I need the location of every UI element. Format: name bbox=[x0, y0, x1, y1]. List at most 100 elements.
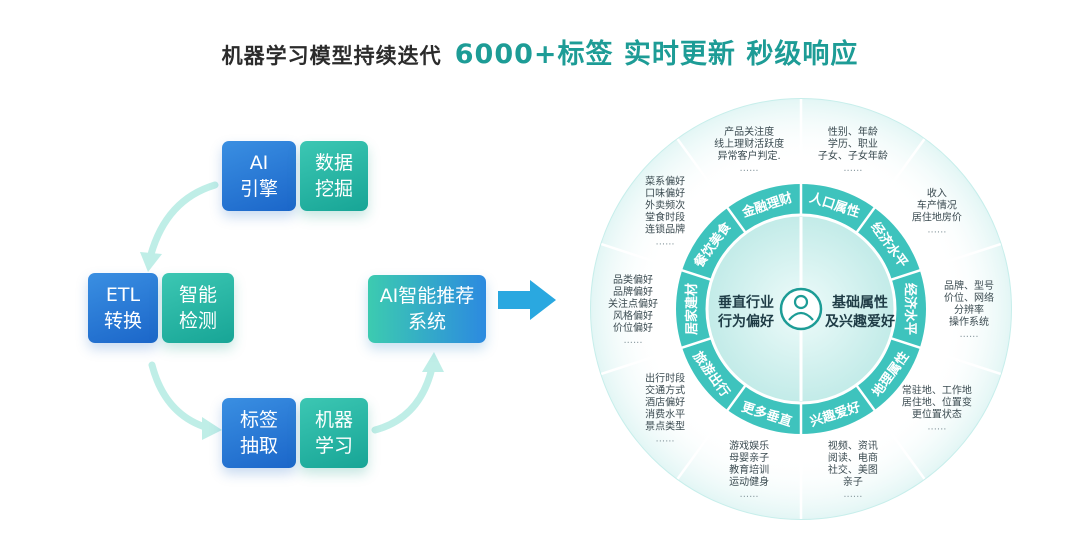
wheel-outer-text-line: 外卖频次 bbox=[645, 198, 685, 211]
wheel-outer-text-line: 品类偏好 bbox=[613, 273, 653, 286]
ai-recommend-label: AI智能推荐 系统 bbox=[379, 285, 475, 333]
smart-detect-label: 智能 检测 bbox=[178, 284, 217, 332]
smart-detect-box: 智能 检测 bbox=[162, 273, 234, 343]
center-right-line-1: 基础属性 bbox=[832, 294, 888, 311]
wheel-outer-text-line: 关注点偏好 bbox=[608, 297, 658, 310]
wheel-outer-text-line: 交通方式 bbox=[645, 384, 685, 397]
headline-highlight: 6000+标签 实时更新 秒级响应 bbox=[454, 39, 859, 70]
headline-prefix: 机器学习模型持续迭代 bbox=[221, 44, 442, 68]
wheel-outer-text-line: 车产情况 bbox=[917, 198, 957, 211]
center-right-line-2: 及兴趣爱好 bbox=[825, 313, 895, 330]
wheel-outer-text: 品类偏好品牌偏好关注点偏好风格偏好价位偏好...... bbox=[608, 273, 658, 346]
wheel-outer-text-line: 消费水平 bbox=[645, 408, 685, 421]
wheel-outer-text-line: 亲子 bbox=[843, 475, 863, 488]
wheel-outer-text-line: 居住地房价 bbox=[912, 210, 962, 223]
wheel-outer-text-line: 运动健身 bbox=[729, 475, 769, 488]
wheel-outer-text: 收入车产情况居住地房价...... bbox=[912, 186, 962, 235]
wheel-outer-text-line: 收入 bbox=[927, 186, 947, 199]
wheel-outer-text-line: 酒店偏好 bbox=[645, 396, 685, 409]
wheel-outer-text-line: 居住地、位置变 bbox=[902, 396, 972, 409]
wheel-outer-text-line: 游戏娱乐 bbox=[729, 439, 769, 452]
wheel-outer-text-line: 异常客户判定. bbox=[717, 149, 780, 162]
wheel-outer-ellipsis: ...... bbox=[927, 224, 946, 235]
wheel-outer-text-line: 性别、年龄 bbox=[828, 125, 878, 138]
wheel-outer-text-line: 社交、美图 bbox=[828, 463, 878, 476]
wheel-spoke bbox=[676, 384, 747, 480]
wheel-outer-text-line: 学历、职业 bbox=[828, 137, 878, 150]
center-left-line-2: 行为偏好 bbox=[717, 313, 774, 330]
wheel-outer-ellipsis: ...... bbox=[843, 489, 862, 500]
wheel-outer-ellipsis: ...... bbox=[623, 335, 642, 346]
flow-arrowhead-top-left bbox=[140, 252, 162, 272]
wheel-outer-text: 性别、年龄学历、职业子女、子女年龄...... bbox=[818, 125, 888, 174]
wheel-spoke bbox=[890, 242, 1002, 282]
etl-box: ETL 转换 bbox=[88, 273, 158, 343]
arrow-to-wheel bbox=[498, 280, 556, 320]
wheel-outer-text-line: 品牌、型号 bbox=[944, 279, 994, 292]
wheel-outer-text-line: 产品关注度 bbox=[724, 125, 774, 138]
wheel-outer-text: 视频、资讯阅读、电商社交、美图亲子...... bbox=[828, 439, 878, 500]
wheel-outer-text-line: 线上理财活跃度 bbox=[714, 137, 784, 150]
wheel-outer-text-line: 口味偏好 bbox=[645, 186, 685, 199]
wheel-outer-text-line: 价位、网络 bbox=[944, 291, 994, 304]
tag-extract-box: 标签 抽取 bbox=[222, 398, 296, 468]
wheel-spoke bbox=[600, 242, 712, 282]
wheel-outer-text-line: 价位偏好 bbox=[613, 321, 653, 334]
wheel-outer-text: 常驻地、工作地居住地、位置变更位置状态...... bbox=[902, 384, 972, 433]
wheel-spoke bbox=[600, 336, 712, 376]
wheel-outer-text-line: 分辨率 bbox=[954, 303, 984, 316]
wheel-outer-text-line: 子女、子女年龄 bbox=[818, 149, 888, 162]
flow-arrow-bottom-left bbox=[148, 361, 212, 432]
wheel-outer-text-line: 常驻地、工作地 bbox=[902, 384, 972, 397]
wheel-outer-text: 菜系偏好口味偏好外卖频次堂食时段连锁品牌...... bbox=[645, 174, 685, 247]
tag-wheel: 人口属性经济水平经济水平地理属性兴趣爱好更多垂直旅游出行居家建材餐饮美食金融理财… bbox=[590, 98, 1012, 520]
wheel-outer-ellipsis: ...... bbox=[740, 489, 759, 500]
etl-label: ETL 转换 bbox=[103, 284, 142, 332]
wheel-outer-text: 游戏娱乐母婴亲子教育培训运动健身...... bbox=[729, 439, 769, 500]
flow-arrowhead-bottom-right bbox=[422, 352, 444, 372]
wheel-outer-text: 出行时段交通方式酒店偏好消费水平景点类型...... bbox=[645, 372, 685, 445]
wheel-outer-ellipsis: ...... bbox=[927, 422, 946, 433]
wheel-outer-text-line: 品牌偏好 bbox=[613, 285, 653, 298]
wheel-outer-text-line: 教育培训 bbox=[729, 463, 769, 476]
tag-extract-label: 标签 抽取 bbox=[239, 409, 278, 457]
data-mining-label: 数据 挖掘 bbox=[314, 152, 353, 200]
wheel-outer-ellipsis: ...... bbox=[740, 163, 759, 174]
wheel-outer-text-line: 堂食时段 bbox=[645, 210, 685, 223]
wheel-ring-label: 经济水平 bbox=[902, 283, 918, 335]
wheel-outer-ellipsis: ...... bbox=[656, 236, 675, 247]
wheel-outer-text: 产品关注度线上理财活跃度异常客户判定....... bbox=[714, 125, 784, 174]
flow-arrow-bottom-right bbox=[371, 364, 436, 434]
wheel-outer-text-line: 菜系偏好 bbox=[645, 174, 685, 187]
wheel-spoke bbox=[855, 384, 926, 480]
wheel-outer-text-line: 操作系统 bbox=[949, 315, 989, 328]
flow-arrow-top-left bbox=[146, 181, 219, 262]
wheel-outer-text-line: 出行时段 bbox=[645, 372, 685, 385]
wheel-outer-text-line: 母婴亲子 bbox=[729, 451, 769, 464]
flow-arrowhead-bottom-left bbox=[202, 417, 222, 440]
wheel-spoke bbox=[676, 138, 747, 234]
ai-recommend-box: AI智能推荐 系统 bbox=[368, 275, 486, 343]
wheel-outer-text-line: 视频、资讯 bbox=[828, 439, 878, 452]
wheel-spoke bbox=[855, 138, 926, 234]
ai-engine-label: AI 引擎 bbox=[239, 152, 278, 200]
wheel-outer-text-line: 风格偏好 bbox=[613, 309, 653, 322]
wheel-outer-text-line: 阅读、电商 bbox=[828, 451, 878, 464]
wheel-outer-text-line: 更位置状态 bbox=[912, 408, 962, 421]
wheel-outer-ellipsis: ...... bbox=[843, 163, 862, 174]
wheel-spoke bbox=[890, 336, 1002, 376]
wheel-ring-label: 居家建材 bbox=[684, 283, 700, 335]
data-mining-box: 数据 挖掘 bbox=[300, 141, 368, 211]
wheel-outer-text: 品牌、型号价位、网络分辨率操作系统...... bbox=[944, 279, 994, 340]
wheel-outer-text-line: 景点类型 bbox=[645, 420, 685, 433]
machine-learning-box: 机器 学习 bbox=[300, 398, 368, 468]
wheel-outer-text-line: 连锁品牌 bbox=[645, 222, 685, 235]
ai-engine-box: AI 引擎 bbox=[222, 141, 296, 211]
center-left-line-1: 垂直行业 bbox=[718, 294, 774, 311]
headline: 机器学习模型持续迭代 6000+标签 实时更新 秒级响应 bbox=[0, 32, 1080, 71]
wheel-outer-ellipsis: ...... bbox=[656, 434, 675, 445]
machine-learning-label: 机器 学习 bbox=[314, 409, 353, 457]
wheel-outer-ellipsis: ...... bbox=[959, 329, 978, 340]
person-icon bbox=[779, 287, 823, 331]
